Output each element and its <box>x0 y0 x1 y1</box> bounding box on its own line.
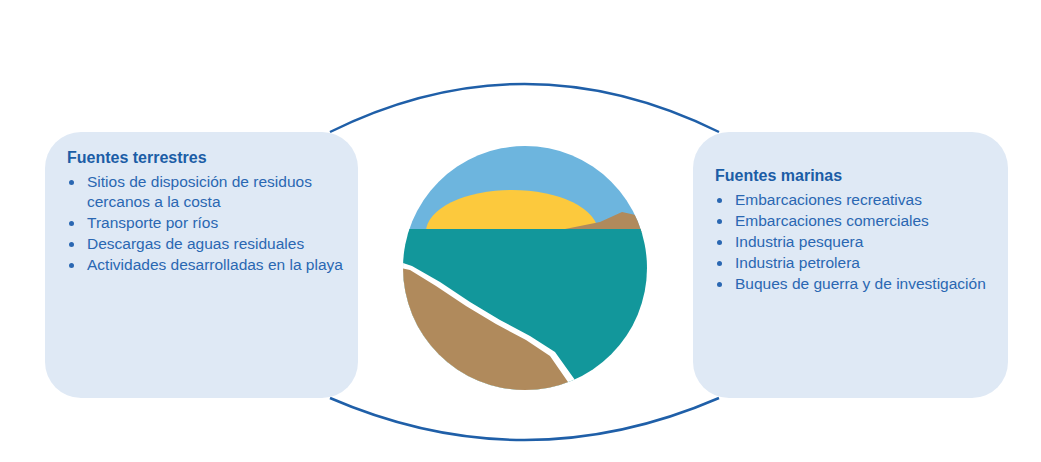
bullet-item: Transporte por ríos <box>85 213 344 233</box>
bullet-item: Actividades desarrolladas en la playa <box>85 255 344 275</box>
bullet-list: Embarcaciones recreativasEmbarcaciones c… <box>715 190 994 294</box>
bullet-item: Descargas de aguas residuales <box>85 234 344 254</box>
box-heading: Fuentes terrestres <box>67 148 344 168</box>
source-box: Fuentes terrestresSitios de disposición … <box>45 132 358 398</box>
arc-connector <box>330 398 719 440</box>
bullet-item: Sitios de disposición de residuos cercan… <box>85 172 344 212</box>
box-heading: Fuentes marinas <box>715 166 994 186</box>
bullet-item: Industria petrolera <box>733 253 994 273</box>
bullet-item: Buques de guerra y de investigación <box>733 274 994 294</box>
arc-connector <box>330 84 719 132</box>
coast-scene <box>400 140 660 400</box>
source-box: Fuentes marinasEmbarcaciones recreativas… <box>693 132 1008 398</box>
bullet-list: Sitios de disposición de residuos cercan… <box>67 172 344 275</box>
bullet-item: Industria pesquera <box>733 232 994 252</box>
bullet-item: Embarcaciones comerciales <box>733 211 994 231</box>
bullet-item: Embarcaciones recreativas <box>733 190 994 210</box>
